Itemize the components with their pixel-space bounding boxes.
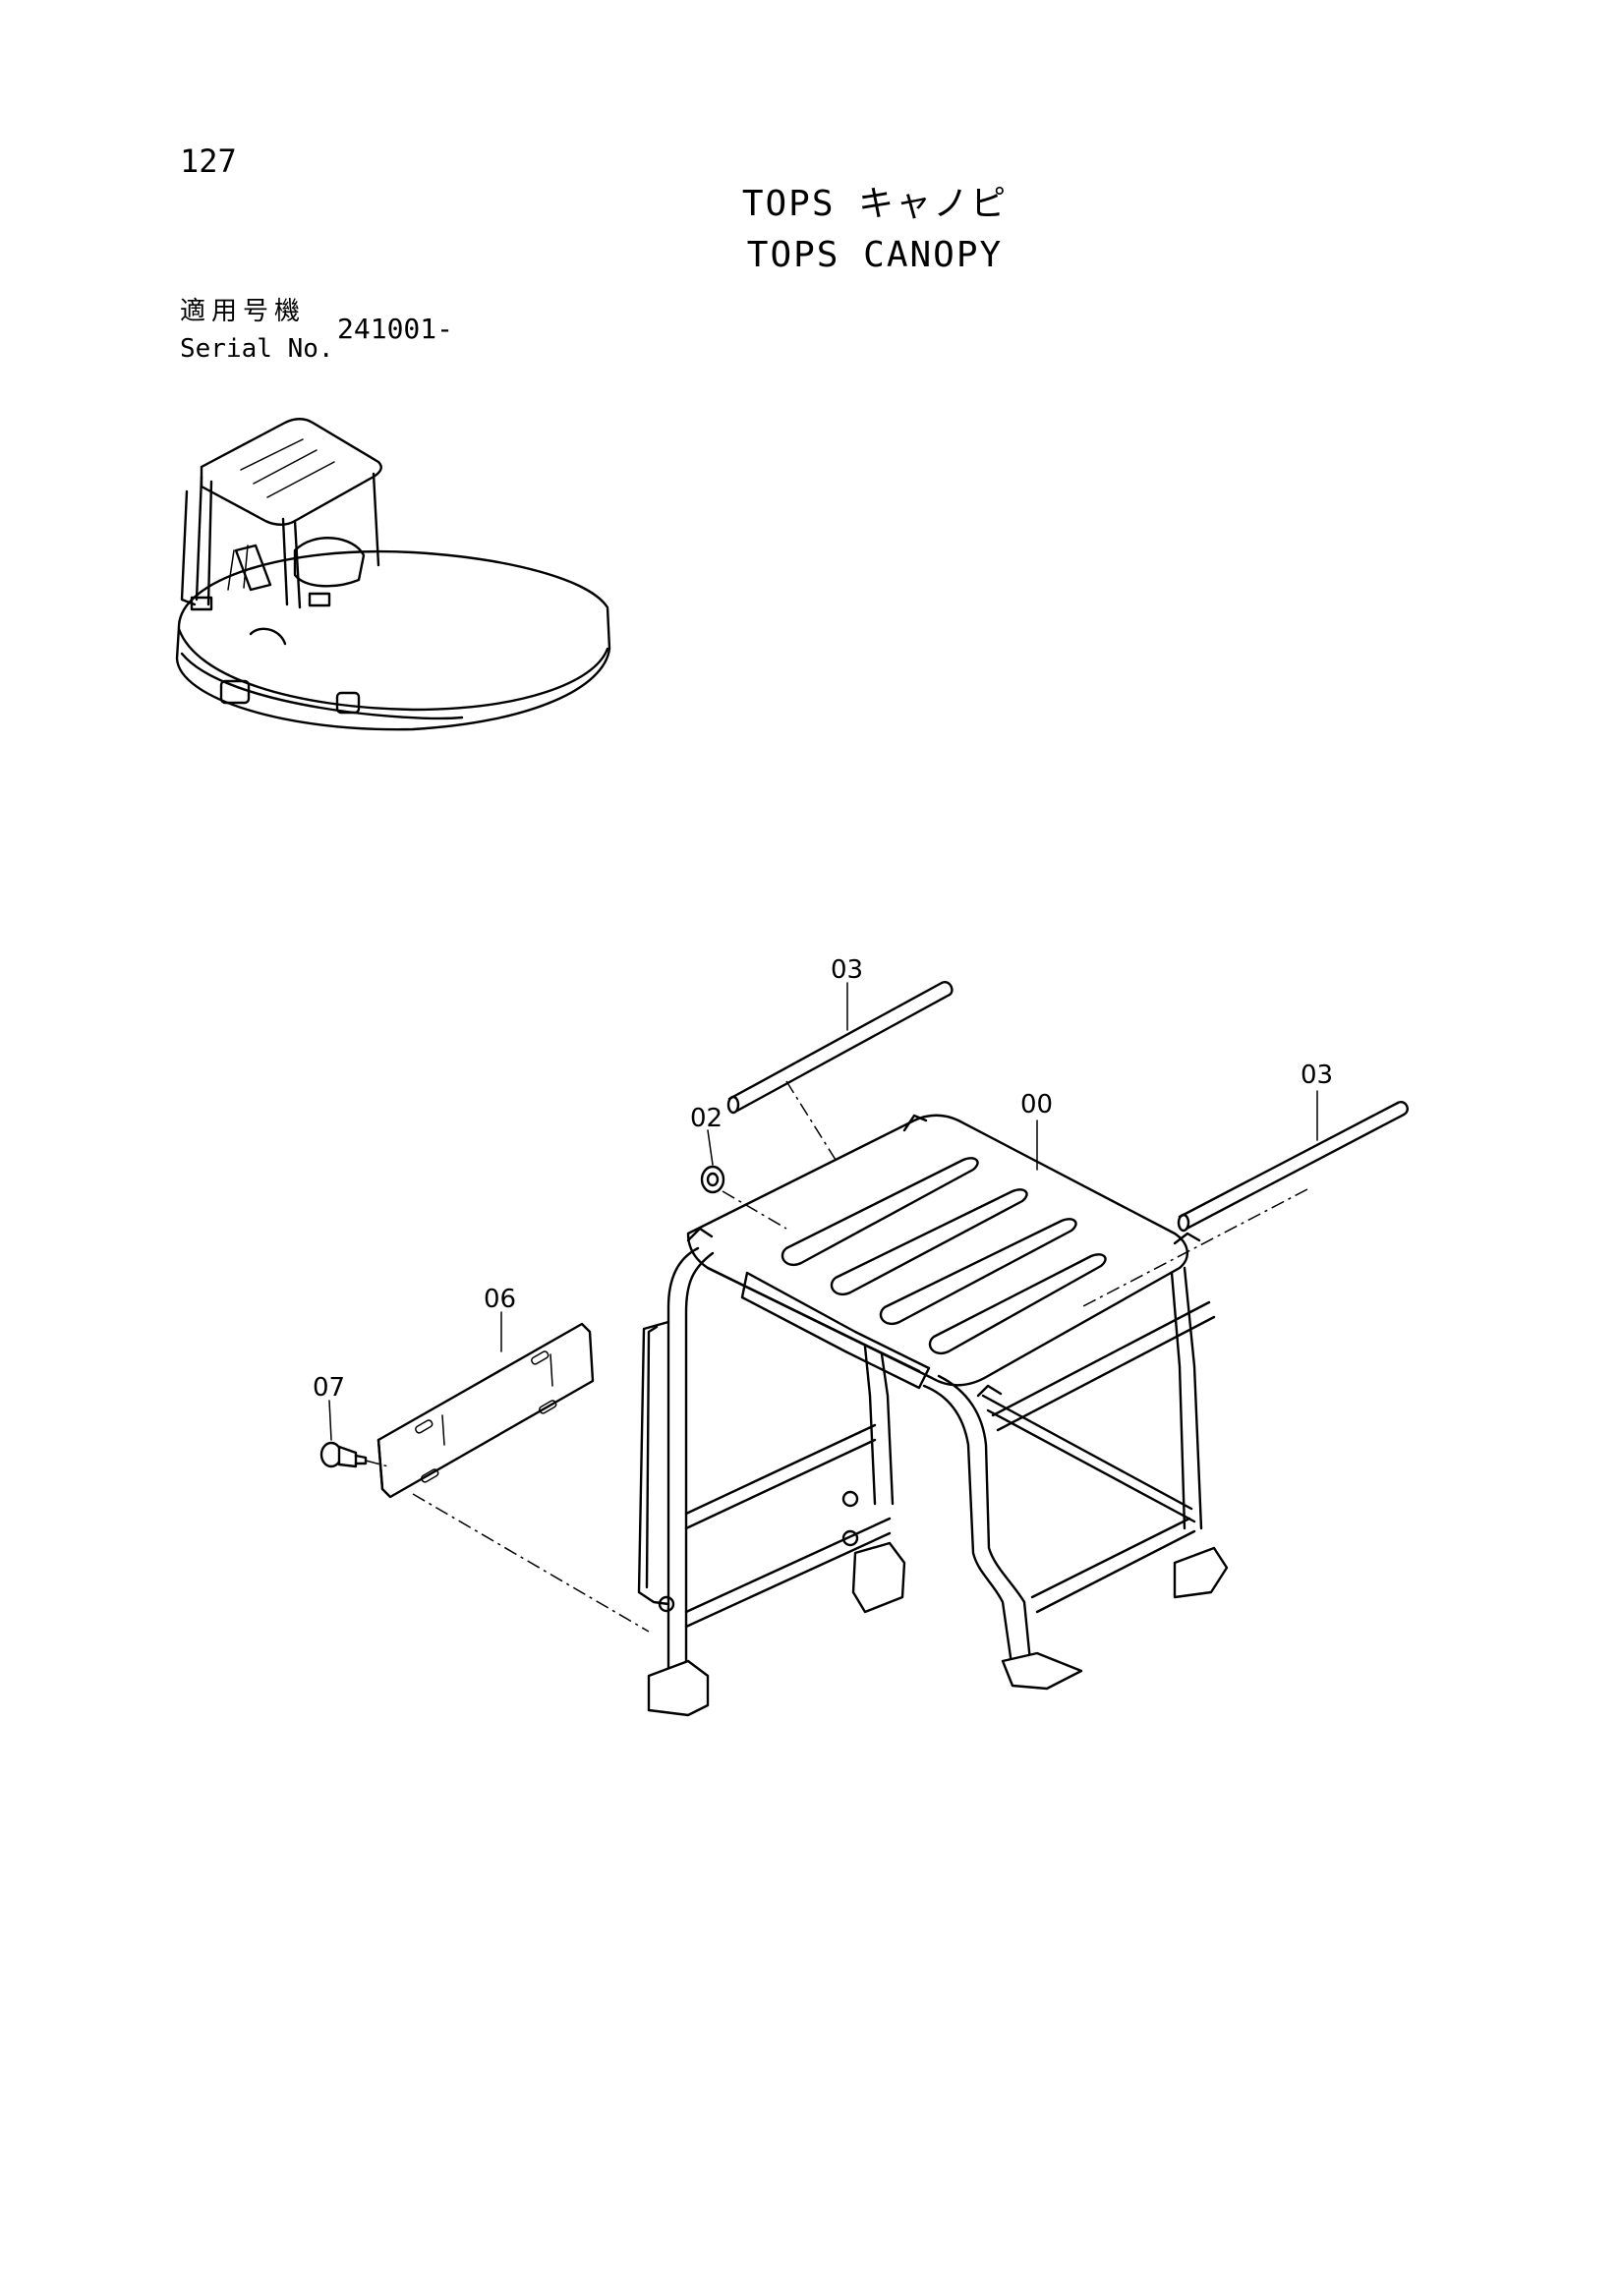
part-07-bolt bbox=[319, 1441, 389, 1468]
title-japanese: TOPS キャノピ bbox=[741, 184, 1009, 224]
machine-overview-thumbnail bbox=[175, 418, 611, 731]
page-title: TOPS キャノピ TOPS CANOPY bbox=[550, 179, 1199, 281]
callout-leaders bbox=[328, 982, 1318, 1441]
page-number: 127 bbox=[180, 143, 237, 180]
callout-02: 02 bbox=[690, 1104, 723, 1133]
callout-03-top: 03 bbox=[831, 955, 863, 985]
part-06-plate bbox=[376, 1322, 650, 1633]
callout-06: 06 bbox=[484, 1285, 516, 1314]
serial-number-value: 241001- bbox=[337, 313, 454, 345]
serial-label-japanese: 適用号機 bbox=[180, 297, 307, 326]
part-03-tube-top bbox=[726, 981, 954, 1161]
callout-07: 07 bbox=[313, 1373, 345, 1403]
part-02-nut bbox=[700, 1165, 787, 1230]
serial-label: 適用号機 Serial No. bbox=[180, 293, 334, 368]
callout-labels: 03 03 00 02 06 07 bbox=[313, 955, 1333, 1403]
title-english: TOPS CANOPY bbox=[746, 235, 1004, 275]
callout-03-right: 03 bbox=[1301, 1061, 1333, 1090]
callout-00: 00 bbox=[1020, 1090, 1053, 1119]
serial-label-english: Serial No. bbox=[180, 334, 334, 364]
canopy-assembly bbox=[637, 1114, 1229, 1717]
part-03-tube-right bbox=[1080, 1101, 1409, 1308]
